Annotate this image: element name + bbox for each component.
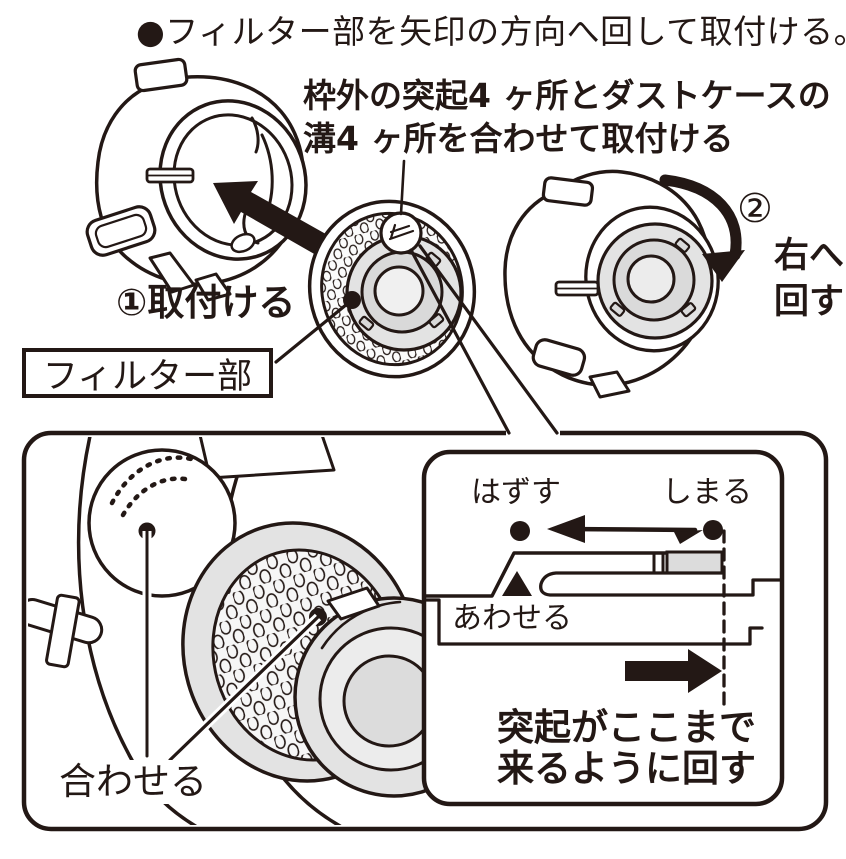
dust-case-side-clip [85, 205, 157, 257]
groove-lower-contour [539, 571, 783, 597]
groove-note-line2: 来るように回す [497, 747, 756, 790]
filter-part-drawing [274, 199, 477, 379]
closeup-clip-sleeve [45, 593, 81, 669]
assembled-bottom-clip [531, 338, 587, 377]
protrusion-block [665, 550, 724, 575]
tighten-label: しまる [662, 475, 752, 510]
groove-diagram [424, 515, 783, 708]
dust-case-drawing [85, 57, 308, 302]
step1-label: ①取付ける [116, 281, 296, 324]
magnifier-wedge-lines [409, 244, 559, 435]
protrusion-leader-line [168, 615, 320, 762]
closeup-align-label: 合わせる [56, 760, 210, 804]
align-bracket [424, 598, 764, 646]
assembled-top-clip [541, 176, 595, 207]
callout-note-line1: 枠外の突起4 ヶ所とダストケースの [303, 76, 831, 115]
groove-detail-box [421, 449, 785, 807]
remove-label: はずす [471, 475, 561, 510]
callout-note-line2: 溝4 ヶ所を合わせて取付ける [303, 119, 734, 158]
instruction-text: ●フィルター部を矢印の方向へ回して取付ける。 [136, 12, 846, 51]
protrusion-callout-circle [379, 211, 423, 255]
groove-top-contour [424, 551, 724, 598]
align-triangle-icon [502, 571, 532, 596]
filter-part-label: フィルター部 [42, 356, 253, 397]
step2-number: ② [737, 186, 773, 232]
filter-part-label-box: フィルター部 [22, 348, 273, 398]
tighten-position-dot [703, 520, 723, 540]
protrusion-direction-arrow-icon [625, 649, 722, 693]
rotate-right-arrow-icon [659, 174, 745, 282]
closeup-drawing [28, 437, 495, 825]
assembled-unit-drawing [503, 169, 720, 399]
closeup-latch-tab [326, 586, 381, 621]
swing-arrow-icon [547, 515, 703, 544]
groove-note-line1: 突起がここまで [497, 706, 756, 749]
groove-note: 突起がここまで 来るように回す [497, 707, 756, 789]
attach-direction-arrow-icon [213, 181, 340, 263]
filter-part-leader-line [274, 298, 354, 364]
step2-label-line1: 右へ [774, 236, 845, 276]
step2-label-line2: 回す [774, 282, 845, 322]
note-leader-line [399, 159, 406, 216]
dust-case-top-clip [133, 57, 189, 93]
align-label: あわせる [452, 601, 572, 636]
callout-note: 枠外の突起4 ヶ所とダストケースの 溝4 ヶ所を合わせて取付ける [303, 74, 831, 160]
hidden-groove-dotted-line [109, 455, 201, 506]
remove-position-dot [510, 521, 530, 541]
